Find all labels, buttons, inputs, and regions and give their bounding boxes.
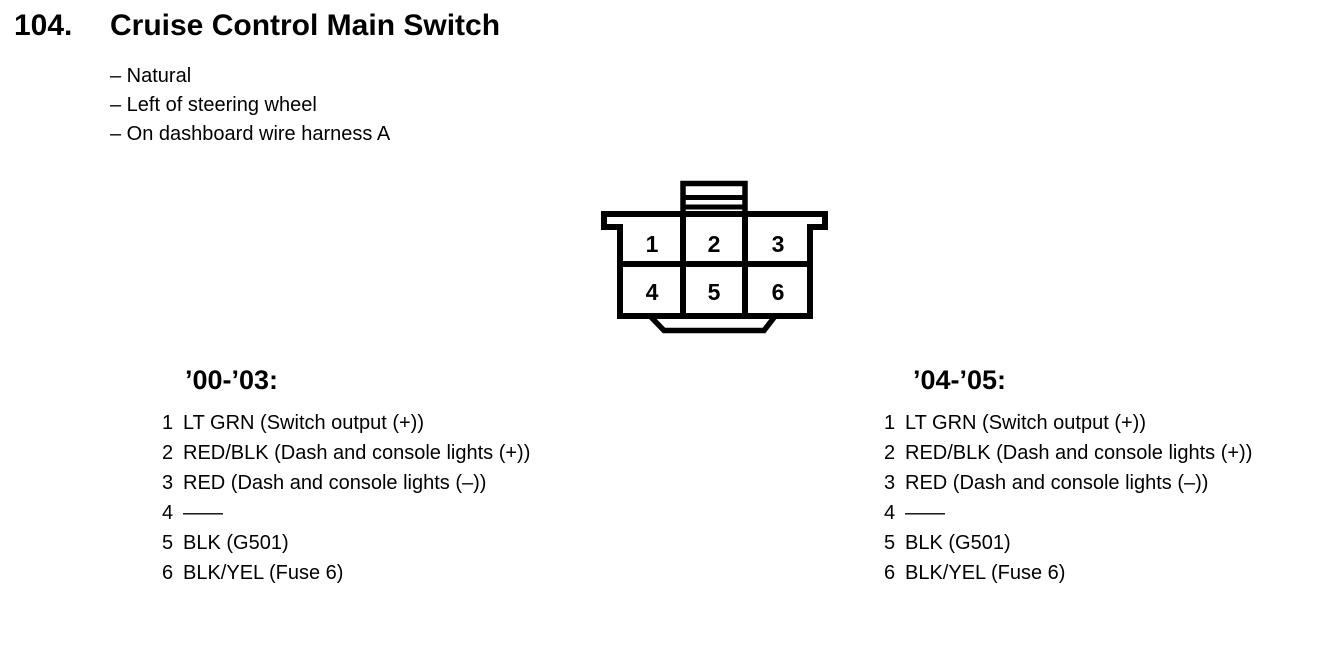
notes-list: – Natural – Left of steering wheel – On … <box>110 62 390 149</box>
note-item: – Natural <box>110 65 192 87</box>
pin-row: 1 LT GRN (Switch output (+)) <box>162 408 530 438</box>
pin-row: 5 BLK (G501) <box>884 528 1252 558</box>
pin-row: 6 BLK/YEL (Fuse 6) <box>162 558 530 588</box>
pin-row: 1 LT GRN (Switch output (+)) <box>884 408 1252 438</box>
connector-pin-4: 4 <box>646 279 659 305</box>
pin-row: 2 RED/BLK (Dash and console lights (+)) <box>884 438 1252 468</box>
connector-pin-6: 6 <box>772 279 785 305</box>
pin-description: —— <box>905 502 945 524</box>
pin-description: —— <box>183 502 223 524</box>
page-title: Cruise Control Main Switch <box>110 9 501 42</box>
pin-number: 5 <box>162 532 174 554</box>
pin-number: 2 <box>162 442 174 464</box>
pin-row: 2 RED/BLK (Dash and console lights (+)) <box>162 438 530 468</box>
pin-description: BLK/YEL (Fuse 6) <box>183 562 344 584</box>
connector-pin-3: 3 <box>772 231 785 257</box>
pin-row: 3 RED (Dash and console lights (–)) <box>884 468 1252 498</box>
pin-number: 4 <box>884 502 896 524</box>
pin-number: 6 <box>162 562 174 584</box>
connector-keel <box>647 313 779 334</box>
connector-pin-1: 1 <box>646 231 659 257</box>
pin-description: BLK/YEL (Fuse 6) <box>905 562 1066 584</box>
pin-description: LT GRN (Switch output (+)) <box>905 412 1146 434</box>
pin-description: LT GRN (Switch output (+)) <box>183 412 424 434</box>
pin-description: BLK (G501) <box>183 532 289 554</box>
pin-number: 1 <box>884 412 896 434</box>
pin-number: 1 <box>162 412 174 434</box>
pin-row: 5 BLK (G501) <box>162 528 530 558</box>
section-heading: 104. Cruise Control Main Switch <box>14 9 500 43</box>
years-header-00-03: ’00-’03: <box>185 365 279 395</box>
pin-row: 6 BLK/YEL (Fuse 6) <box>884 558 1252 588</box>
connector-pin-2: 2 <box>708 231 721 257</box>
connector-pin-5: 5 <box>708 279 721 305</box>
note-item: – Left of steering wheel <box>110 94 317 116</box>
pin-number: 3 <box>884 472 896 494</box>
years-header-04-05: ’04-’05: <box>913 365 1007 395</box>
pin-number: 6 <box>884 562 896 584</box>
pin-description: BLK (G501) <box>905 532 1011 554</box>
pinout-list-04-05: 1 LT GRN (Switch output (+)) 2 RED/BLK (… <box>884 408 1252 588</box>
pin-row: 4 —— <box>884 498 1252 528</box>
pin-description: RED (Dash and console lights (–)) <box>183 472 487 494</box>
connector-diagram: 1 2 3 4 5 6 <box>601 180 828 334</box>
pin-number: 4 <box>162 502 174 524</box>
pin-description: RED (Dash and console lights (–)) <box>905 472 1209 494</box>
pin-number: 3 <box>162 472 174 494</box>
note-item: – On dashboard wire harness A <box>110 123 391 145</box>
section-number: 104. <box>14 9 73 42</box>
pinout-list-00-03: 1 LT GRN (Switch output (+)) 2 RED/BLK (… <box>162 408 530 588</box>
pin-number: 2 <box>884 442 896 464</box>
pin-row: 4 —— <box>162 498 530 528</box>
pin-number: 5 <box>884 532 896 554</box>
pin-description: RED/BLK (Dash and console lights (+)) <box>905 442 1253 464</box>
pin-description: RED/BLK (Dash and console lights (+)) <box>183 442 531 464</box>
pin-row: 3 RED (Dash and console lights (–)) <box>162 468 530 498</box>
